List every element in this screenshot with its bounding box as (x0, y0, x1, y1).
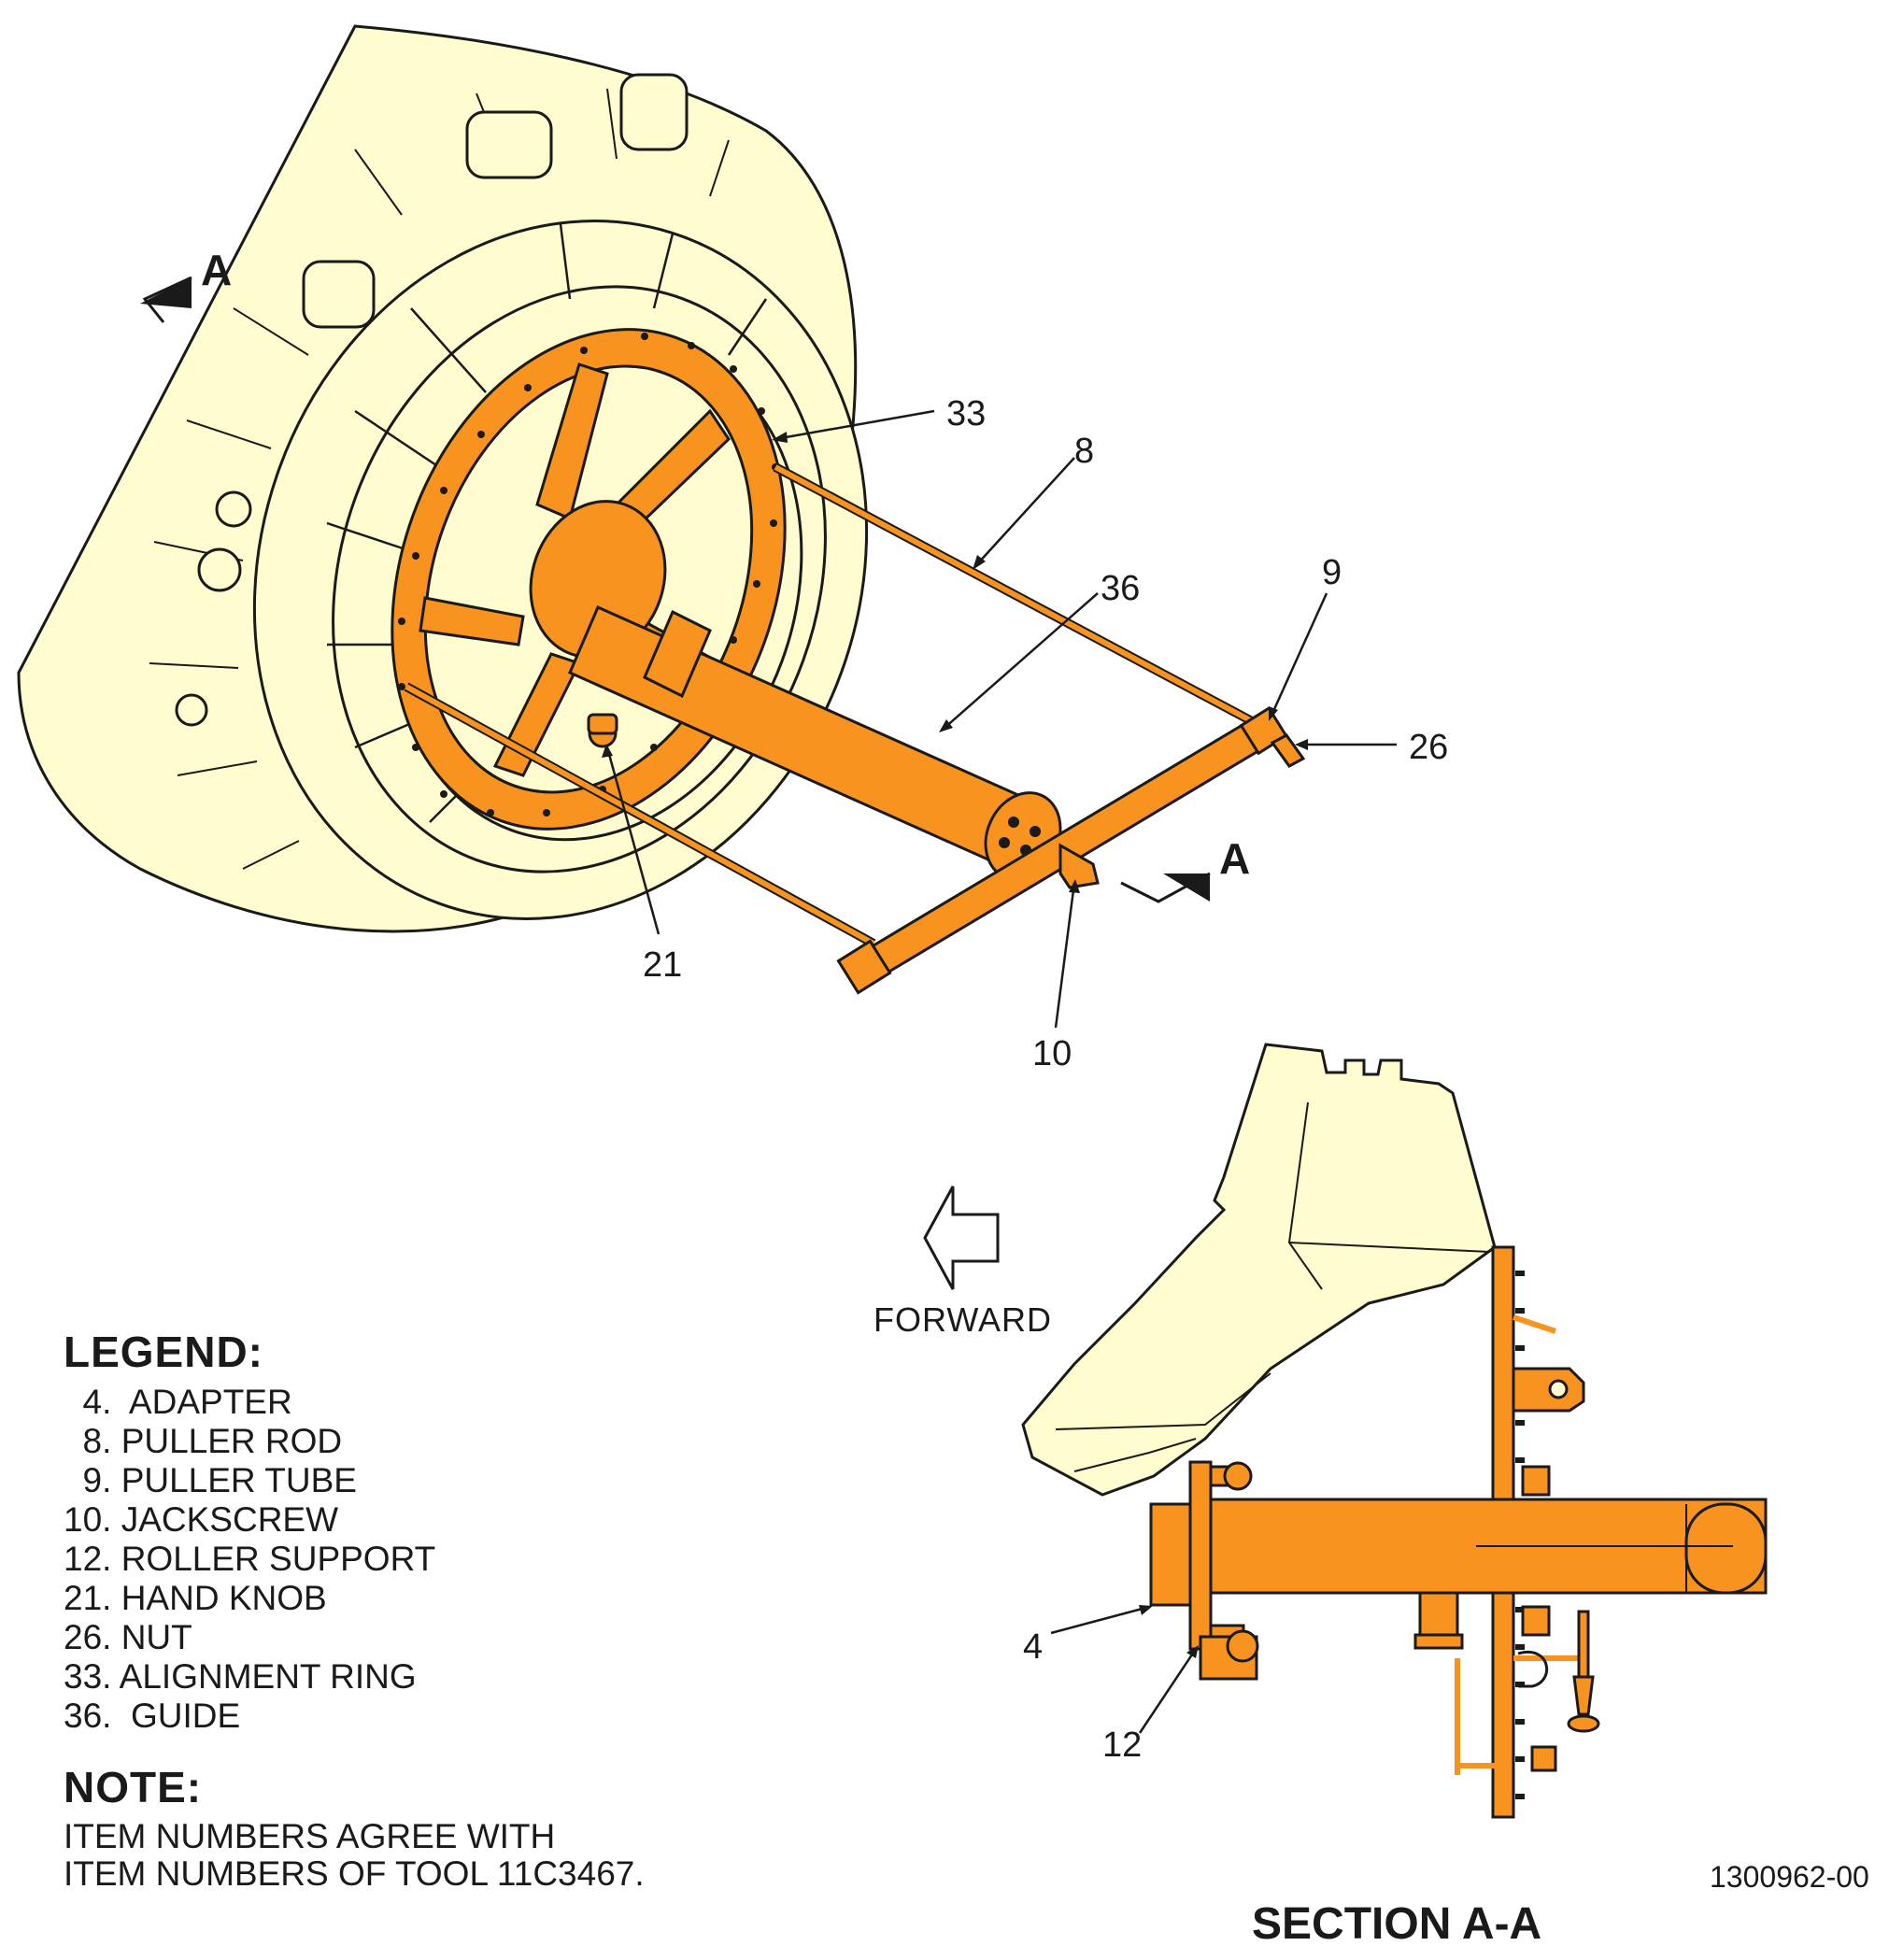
callout-26: 26 (1409, 728, 1448, 767)
adapter (1149, 1502, 1192, 1607)
section-title: SECTION A-A (1252, 1899, 1541, 1949)
legend-item: 21. HAND KNOB (64, 1579, 327, 1617)
figure-id: 1300962-00 (1710, 1860, 1869, 1894)
legend: LEGEND: 4. ADAPTER 8. PULLER ROD 9. PULL… (64, 1327, 435, 1736)
legend-item: 12. ROLLER SUPPORT (64, 1540, 436, 1578)
callout-9: 9 (1322, 553, 1342, 592)
legend-item: 26. NUT (64, 1618, 192, 1656)
note: NOTE: ITEM NUMBERS AGREE WITH ITEM NUMBE… (64, 1762, 645, 1893)
note-line: ITEM NUMBERS OF TOOL 11C3467. (64, 1854, 645, 1893)
legend-item: 8. PULLER ROD (64, 1422, 343, 1460)
forward-arrow-icon (923, 1186, 1000, 1290)
section-marker-upper-icon (140, 276, 192, 323)
legend-item: 4. ADAPTER (64, 1383, 292, 1421)
callout-33: 33 (946, 394, 986, 433)
legend-item: 36. GUIDE (64, 1697, 241, 1735)
callout-10: 10 (1032, 1034, 1072, 1073)
jackscrew (1058, 843, 1100, 889)
nut (1270, 733, 1306, 768)
leader-arrowheads (602, 432, 1308, 1658)
callout-8: 8 (1074, 432, 1094, 471)
note-title: NOTE: (64, 1763, 203, 1811)
tool-assembly (391, 328, 1306, 995)
legend-item: 9. PULLER TUBE (64, 1461, 357, 1499)
section-marker-lower-icon (1120, 872, 1211, 903)
legend-item: 10. JACKSCREW (64, 1500, 339, 1539)
section-label-upper: A (201, 246, 232, 294)
forward-label: FORWARD (873, 1300, 1052, 1339)
note-line: ITEM NUMBERS AGREE WITH (64, 1817, 556, 1855)
callout-4: 4 (1023, 1627, 1043, 1667)
section-a-a-view (1021, 1043, 1768, 1819)
legend-item: 33. ALIGNMENT RING (64, 1657, 417, 1696)
legend-title: LEGEND: (64, 1328, 263, 1376)
section-label-lower: A (1219, 834, 1250, 883)
callout-36: 36 (1101, 569, 1140, 608)
leader-lines (605, 409, 1397, 1734)
callout-12: 12 (1102, 1726, 1142, 1765)
callout-21: 21 (643, 945, 682, 985)
